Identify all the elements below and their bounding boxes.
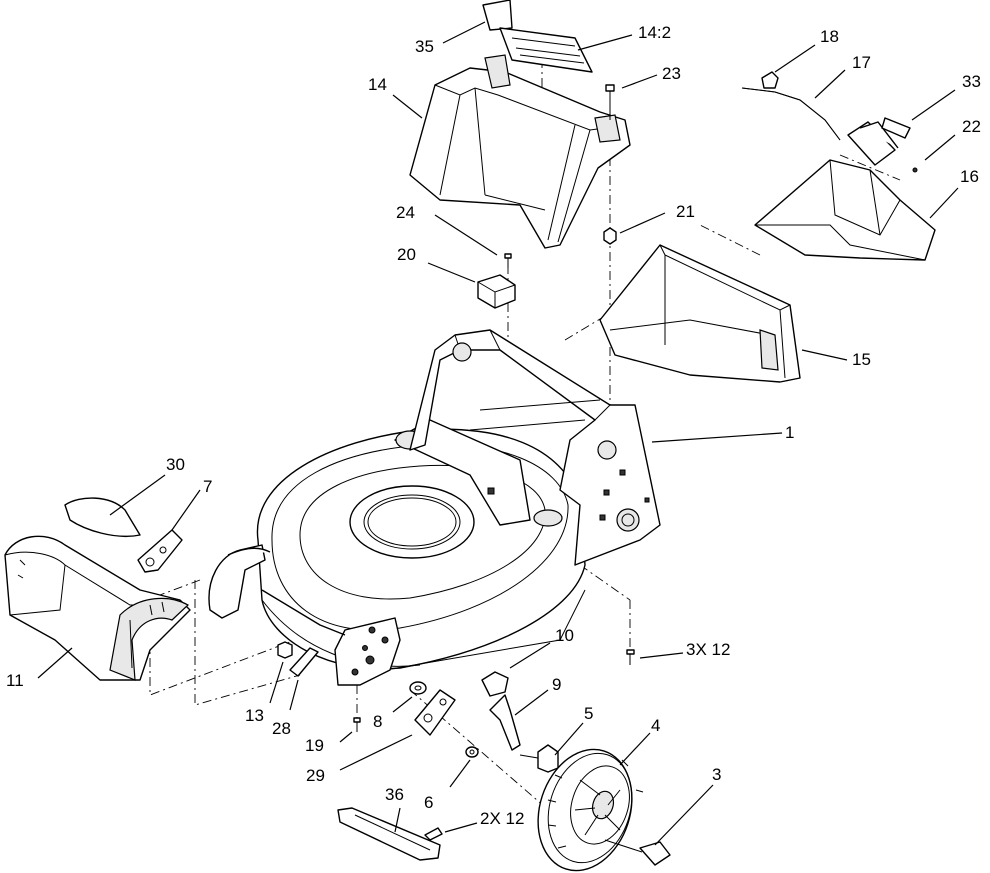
callout-3x12: 3X 12 (686, 640, 730, 659)
bag-cover-part-16 (754, 159, 936, 261)
callout-2x12: 2X 12 (480, 809, 524, 828)
callout-14: 14 (368, 75, 387, 94)
callout-19: 19 (305, 736, 324, 755)
clip-part-18 (761, 71, 779, 89)
callout-6: 6 (424, 793, 433, 812)
callout-11: 11 (6, 671, 24, 690)
callout-1: 1 (785, 423, 794, 442)
bracket-part-20 (477, 274, 516, 309)
screw-part-24 (504, 253, 512, 268)
front-shield-part-11 (4, 535, 191, 681)
nut-part-21 (603, 227, 617, 245)
callout-4: 4 (651, 716, 660, 735)
callout-7: 7 (203, 477, 212, 496)
callout-9: 9 (552, 675, 561, 694)
rod-part-17 (741, 87, 841, 141)
callout-33: 33 (962, 72, 981, 91)
washer-part-6 (465, 746, 479, 758)
pad-part-33 (881, 117, 911, 139)
lever-part-28 (289, 647, 319, 677)
callout-23: 23 (662, 64, 681, 83)
callout-20: 20 (397, 245, 416, 264)
rear-cover-part-14 (409, 54, 631, 249)
callout-14-2: 14:2 (638, 23, 671, 42)
skid-part-36 (337, 807, 441, 861)
callout-22: 22 (962, 117, 981, 136)
callout-30: 30 (166, 455, 185, 474)
callout-labels: 1 3 3X 12 4 5 6 2X 12 7 8 9 10 11 13 14 … (6, 23, 981, 828)
callout-8: 8 (373, 712, 382, 731)
washer-part-8 (409, 681, 427, 695)
screw-3x12 (626, 649, 635, 665)
screw-2x12 (424, 827, 443, 841)
callout-29: 29 (306, 766, 325, 785)
decal-part-14-2 (499, 27, 593, 73)
bolt-part-5 (519, 744, 559, 773)
bolt-part-3 (604, 839, 671, 866)
handle-part-22 (847, 121, 918, 173)
callout-16: 16 (960, 167, 979, 186)
bracket-part-29 (414, 689, 456, 736)
mower-deck-part-1 (208, 329, 661, 686)
nut-part-13 (277, 641, 293, 659)
callout-21: 21 (676, 202, 695, 221)
plate-part-7 (137, 529, 183, 573)
spring-part-9 (489, 694, 521, 751)
callout-17: 17 (852, 53, 871, 72)
callout-3: 3 (712, 765, 721, 784)
callout-15: 15 (852, 350, 871, 369)
callout-5: 5 (584, 704, 593, 723)
callout-10: 10 (555, 626, 574, 645)
screw-part-23 (605, 84, 615, 120)
callout-35: 35 (415, 37, 434, 56)
callout-28: 28 (272, 719, 291, 738)
callout-18: 18 (820, 27, 839, 46)
flap-part-30 (64, 497, 141, 537)
decal-part-35 (482, 0, 513, 31)
knob-part-10 (481, 671, 509, 697)
wheel-part-4 (537, 748, 644, 872)
screw-part-19 (353, 717, 361, 732)
callout-24: 24 (396, 203, 415, 222)
callout-13: 13 (245, 706, 264, 725)
callout-36: 36 (385, 785, 404, 804)
leader-lines (37, 21, 959, 846)
bag-frame-part-15 (599, 244, 801, 383)
